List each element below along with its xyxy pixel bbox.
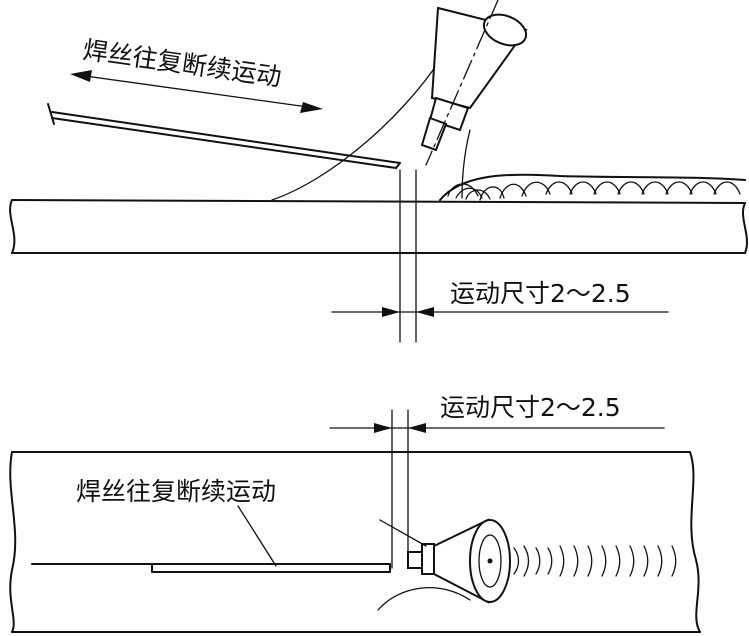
top-filler-wire xyxy=(47,103,401,169)
bottom-workpiece xyxy=(9,451,701,633)
top-weld-bead xyxy=(439,173,746,201)
top-view: 焊丝往复断续运动 运动尺寸2～2.5 xyxy=(9,0,748,343)
bottom-torch xyxy=(379,518,511,604)
bottom-label-leader xyxy=(237,505,277,567)
bottom-dimension xyxy=(329,409,665,569)
bottom-dimension-label: 运动尺寸2～2.5 xyxy=(440,393,621,422)
bottom-filler-wire xyxy=(31,563,391,573)
bottom-view: 焊丝往复断续运动 xyxy=(9,393,701,633)
top-wire-motion-label: 焊丝往复断续运动 xyxy=(81,35,283,92)
top-dimension-label: 运动尺寸2～2.5 xyxy=(450,279,631,308)
bottom-arc-ripples xyxy=(513,545,677,577)
bottom-arc-curve xyxy=(377,587,471,611)
top-arc-envelope xyxy=(271,59,441,201)
top-torch xyxy=(420,0,528,166)
top-motion-arrow xyxy=(70,70,323,113)
top-workpiece xyxy=(9,199,748,254)
top-dimension xyxy=(331,169,669,343)
bottom-wire-motion-label: 焊丝往复断续运动 xyxy=(76,477,276,506)
